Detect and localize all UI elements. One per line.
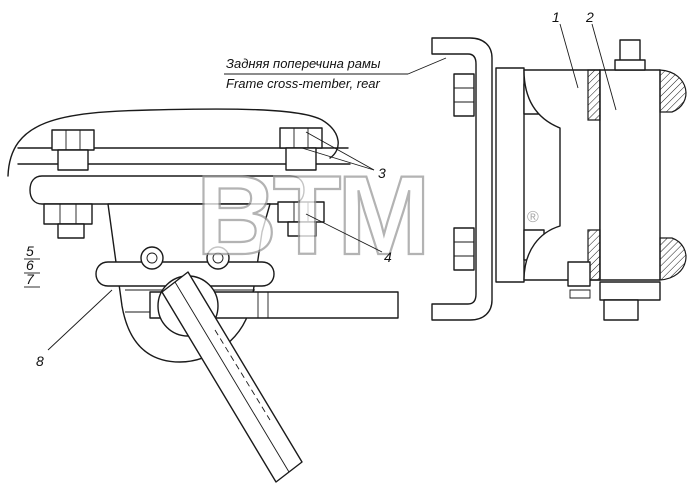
callout-1: 1 xyxy=(552,9,560,25)
slot-bolt-2 xyxy=(206,246,230,270)
callout-labels: 1 2 3 4 5 6 7 8 xyxy=(26,9,594,369)
leader-lines xyxy=(24,23,617,351)
caption-ru: Задняя поперечина рамы xyxy=(226,56,381,71)
callout-6: 6 xyxy=(26,257,34,273)
upper-bolt-left xyxy=(51,129,95,171)
registered-mark: ® xyxy=(527,209,539,226)
right-assembly xyxy=(431,37,687,321)
callout-5: 5 xyxy=(26,243,34,259)
watermark: BTM ® xyxy=(195,152,539,279)
caption-block: Задняя поперечина рамы Frame cross-membe… xyxy=(224,56,447,91)
callout-7: 7 xyxy=(26,271,35,287)
callout-4: 4 xyxy=(384,249,392,265)
slot-bolt-1 xyxy=(140,246,164,270)
lower-nut-left xyxy=(43,203,93,239)
caption-en: Frame cross-member, rear xyxy=(226,76,381,91)
upper-bolt-right xyxy=(279,127,323,171)
callout-8: 8 xyxy=(36,353,44,369)
callout-3: 3 xyxy=(378,165,386,181)
watermark-text: BTM xyxy=(196,153,427,278)
callout-2: 2 xyxy=(585,9,594,25)
left-assembly xyxy=(7,108,399,483)
